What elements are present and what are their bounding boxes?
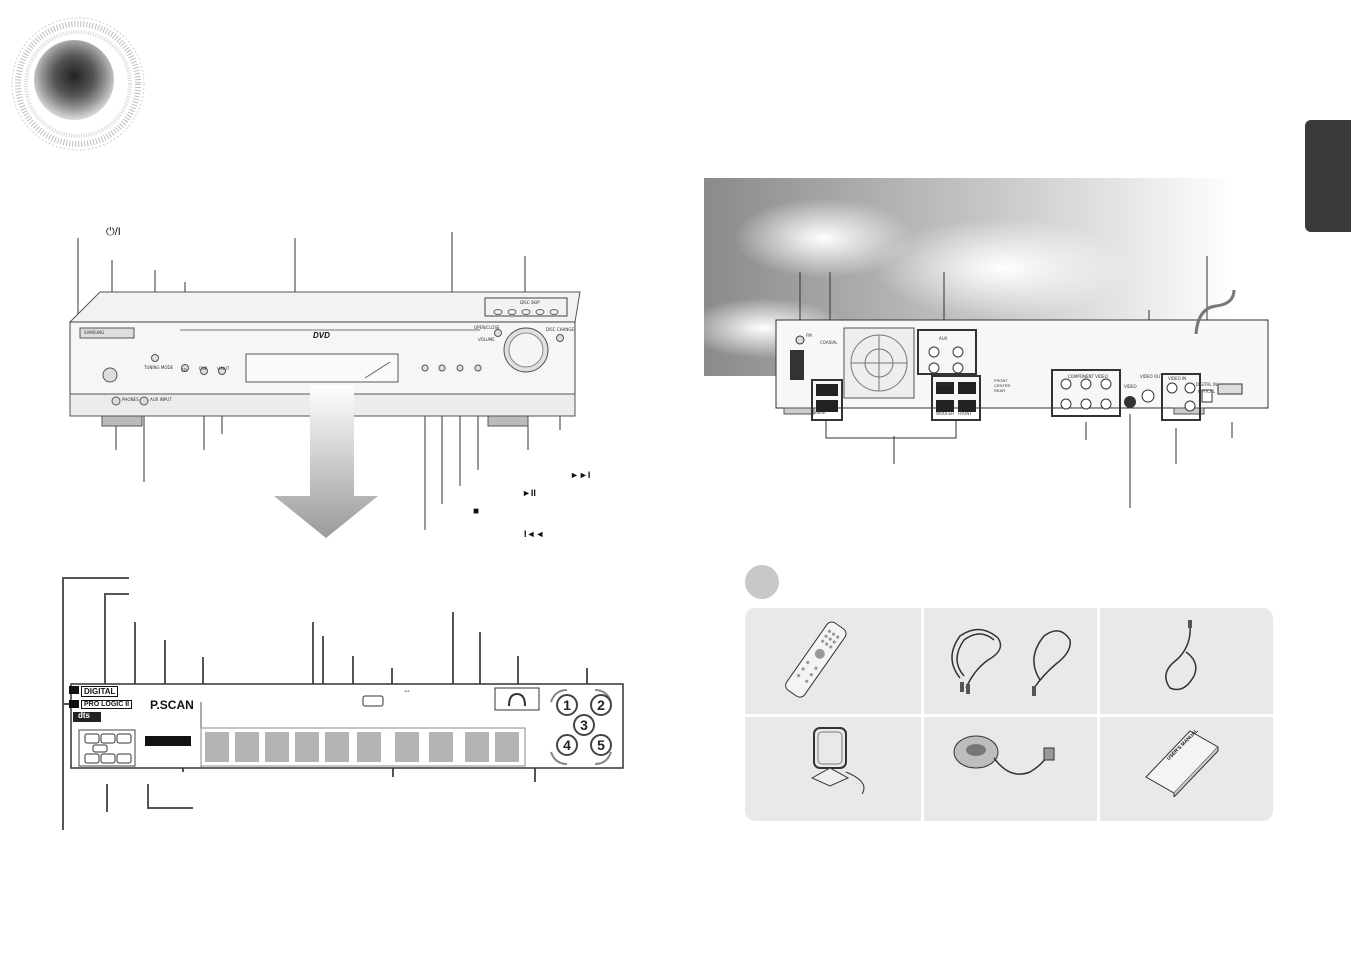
rear-optical-label: OPTICAL (1198, 389, 1215, 394)
power-symbol-label: ⏻/I (106, 226, 121, 238)
rear-woofer-label: WOOFER (936, 411, 954, 416)
speaker-2: 2 (590, 694, 612, 716)
rear-video-label: VIDEO (1124, 384, 1137, 389)
vmut-label: V.MUT (217, 366, 230, 371)
display-pro-logic: PRO LOGIC II (81, 700, 133, 709)
fm-antenna-icon (1165, 620, 1197, 691)
display-arrows: ⇔ (403, 686, 411, 695)
rear-coax-label: COAXIAL (820, 340, 838, 345)
speaker-note-center: CENTER (994, 383, 1011, 388)
phones-label: PHONES (122, 397, 139, 402)
front-panel-diagram (68, 232, 581, 538)
stop-symbol: ■ (473, 506, 480, 517)
rear-aux-label: AUX (939, 336, 948, 341)
logo-text: SAMSUNG (84, 330, 105, 335)
dsp-label: DSP (199, 366, 208, 371)
next-skip-symbol: ►►I (570, 470, 591, 480)
rear-panel-diagram (704, 178, 1269, 508)
rear-component-label: COMPONENT VIDEO (1068, 374, 1108, 379)
front-display-diagram (62, 577, 624, 830)
rear-front-label: FRONT (958, 411, 972, 416)
rear-video-in-label: VIDEO IN (1168, 376, 1187, 381)
accessories-divider-h (745, 714, 1273, 717)
speaker-indicators: 1 2 3 4 5 (552, 692, 616, 756)
am-loop-antenna-icon (810, 727, 865, 795)
speaker-note-front: FRONT (994, 378, 1008, 383)
speaker-4: 4 (556, 734, 578, 756)
disc-change-label: DISC CHANGE (546, 327, 575, 332)
disc-skip-label: DISC SKIP (520, 300, 540, 305)
calibration-microphone-icon (953, 735, 1055, 775)
video-cables-icon (951, 628, 1071, 696)
prev-skip-symbol: I◄◄ (524, 529, 545, 539)
rear-speaker-impedance-note: FRONT CENTER REAR (994, 378, 1010, 393)
play-pause-symbol: ►II (522, 488, 536, 498)
volume-label: VOLUME (478, 337, 495, 342)
dvd-logo: DVD (313, 331, 330, 340)
aux-input-label: AUX INPUT (150, 397, 172, 402)
speaker-note-rear: REAR (994, 388, 1006, 393)
display-pscan: P.SCAN (150, 698, 194, 712)
cd-label: CD (181, 368, 187, 373)
rear-fm-label: FM (806, 333, 812, 338)
rear-digital-in-label: DIGITAL IN (1196, 382, 1218, 387)
rear-center-label: CENTER (936, 382, 953, 387)
remote-control-icon (785, 621, 847, 698)
accessories-badge (745, 565, 779, 599)
rear-video-out-label: VIDEO OUT (1140, 374, 1163, 379)
speaker-logo-graphic (11, 17, 145, 151)
display-dts: dts (78, 711, 90, 720)
user-manual-icon (1145, 730, 1219, 797)
tuning-mode-label: TUNING MODE (144, 365, 174, 370)
open-close-label: OPEN/CLOSE (474, 325, 500, 330)
speaker-1: 1 (556, 694, 578, 716)
speaker-3: 3 (573, 714, 595, 736)
display-digital: DIGITAL (81, 686, 119, 697)
rear-rear-label: REAR (815, 410, 826, 415)
speaker-5: 5 (590, 734, 612, 756)
section-side-tab (1305, 120, 1351, 232)
